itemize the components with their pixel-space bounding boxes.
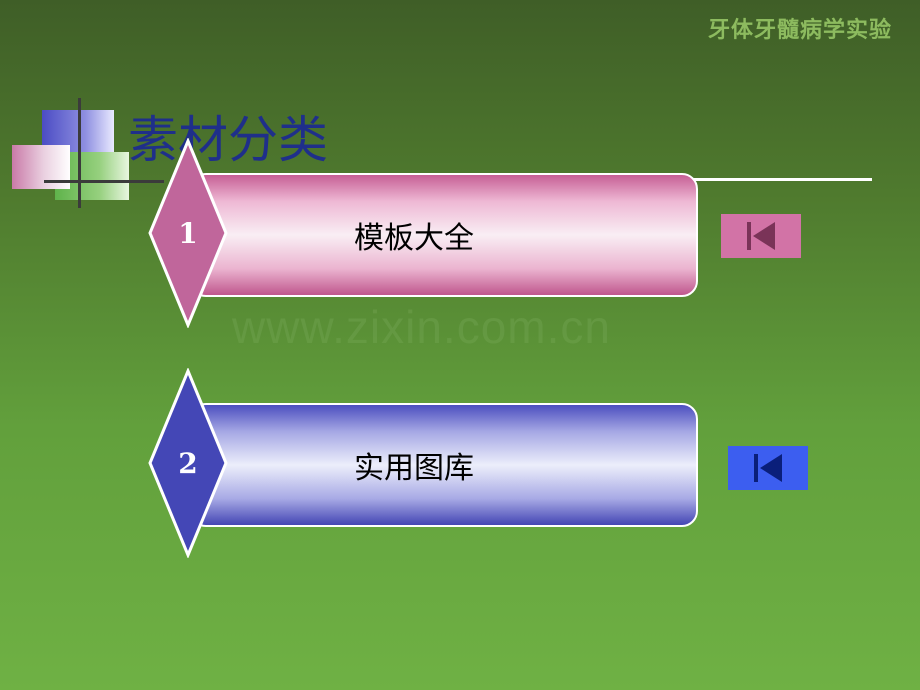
diamond-shape — [148, 368, 228, 558]
item-number: 1 — [178, 216, 198, 250]
number-diamond-2: 2 — [147, 368, 229, 558]
watermark: www.zixin.com.cn — [232, 301, 611, 353]
slide-header-title: 牙体牙髓病学实验 — [707, 17, 892, 43]
skip-to-start-icon — [747, 222, 775, 250]
menu-bar-label: 实用图库 — [354, 451, 474, 486]
item-number: 2 — [178, 446, 198, 480]
section-title: 素材分类 — [128, 111, 328, 169]
title-underline — [690, 178, 872, 181]
menu-bar-templates[interactable]: 模板大全 — [190, 173, 698, 297]
go-first-button-2[interactable] — [728, 446, 808, 490]
menu-bar-label: 模板大全 — [354, 221, 474, 256]
decor-horizontal-line — [44, 180, 164, 183]
decor-vertical-line — [78, 98, 81, 208]
number-diamond-1: 1 — [147, 138, 229, 328]
menu-bar-gallery[interactable]: 实用图库 — [190, 403, 698, 527]
go-first-button-1[interactable] — [721, 214, 801, 258]
skip-to-start-icon — [754, 454, 782, 482]
diamond-shape — [148, 138, 228, 328]
